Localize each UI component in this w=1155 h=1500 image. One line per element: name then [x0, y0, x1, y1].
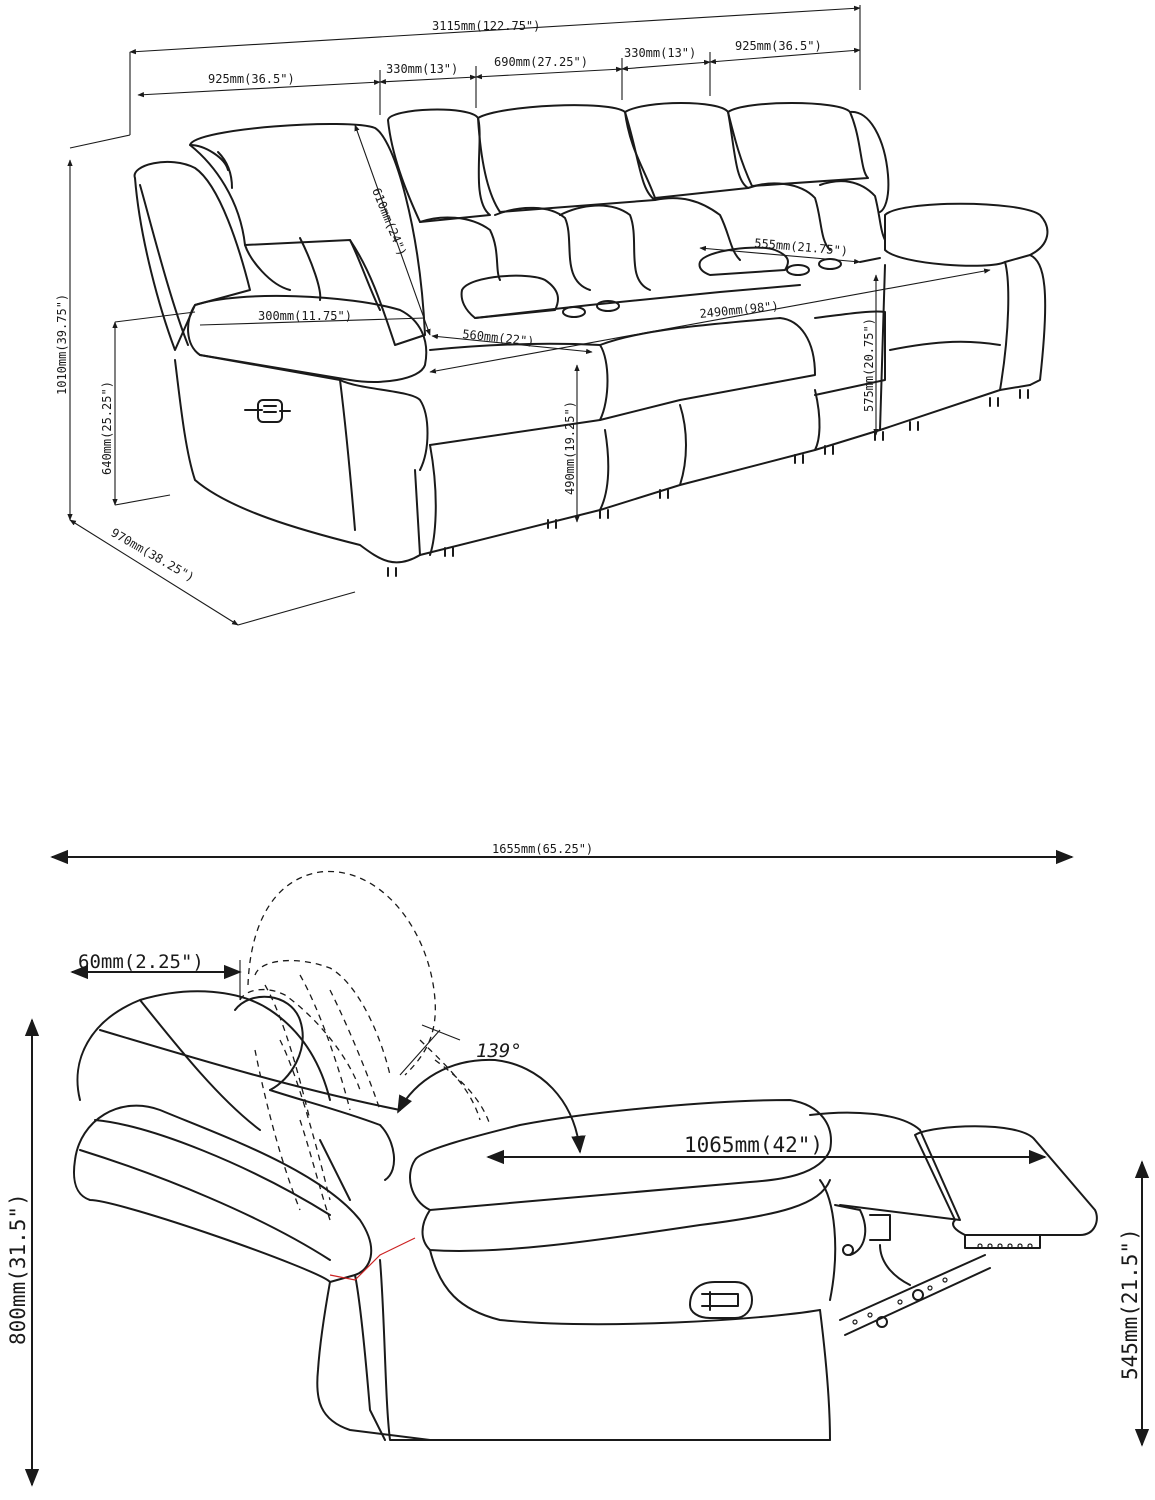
recliner-reclined-outline [239, 870, 491, 1221]
console-right-width-label: 330mm(13") [624, 46, 696, 60]
console-depth-label: 555mm(21.75") [754, 236, 849, 258]
seat-span-label: 2490mm(98") [699, 299, 780, 321]
seat-right-width-label: 925mm(36.5") [735, 39, 822, 53]
sofa-front-view: 3115mm(122.75") 925mm(36.5") 330mm(13") … [55, 5, 1049, 626]
overall-width-label: 3115mm(122.75") [432, 19, 540, 33]
sofa-right-end [879, 202, 1049, 431]
sofa-back-cushions [387, 102, 890, 291]
seat-left-width-label: 925mm(36.5") [208, 72, 295, 86]
console-height-label: 575mm(20.75") [862, 318, 876, 412]
side-dimension-lines [24, 849, 1150, 1487]
seat-height-label: 490mm(19.25") [563, 401, 577, 495]
recline-angle-label: 139° [476, 1040, 522, 1062]
console-left-width-label: 330mm(13") [386, 62, 458, 76]
sofa-seats [419, 310, 886, 556]
recliner-mechanism [834, 1204, 991, 1336]
recliner-back [72, 990, 431, 1441]
total-height-label: 1010mm(39.75") [55, 294, 69, 395]
side-dimension-labels: 1655mm(65.25") 60mm(2.25") 139° 1065mm(4… [6, 842, 1142, 1380]
sofa-feet [387, 389, 1029, 577]
depth-label: 970mm(38.25") [109, 525, 197, 584]
middle-seat-width-label: 690mm(27.25") [494, 55, 588, 69]
wall-clearance-label: 60mm(2.25") [78, 951, 204, 973]
footrest-reach-label: 1065mm(42") [684, 1133, 823, 1157]
recliner-footrest [809, 1111, 1098, 1249]
back-height-label: 610mm(24") [369, 186, 409, 258]
arm-height-label: 640mm(25.25") [100, 381, 114, 475]
recliner-side-view: 1655mm(65.25") 60mm(2.25") 139° 1065mm(4… [6, 842, 1150, 1487]
extended-length-label: 1655mm(65.25") [492, 842, 593, 856]
top-dimension-labels: 3115mm(122.75") 925mm(36.5") 330mm(13") … [55, 19, 876, 585]
height-label: 800mm(31.5") [6, 1193, 30, 1345]
footrest-height-label: 545mm(21.5") [1118, 1228, 1142, 1380]
top-dimension-lines [67, 5, 991, 626]
arm-width-label: 300mm(11.75") [258, 309, 352, 323]
